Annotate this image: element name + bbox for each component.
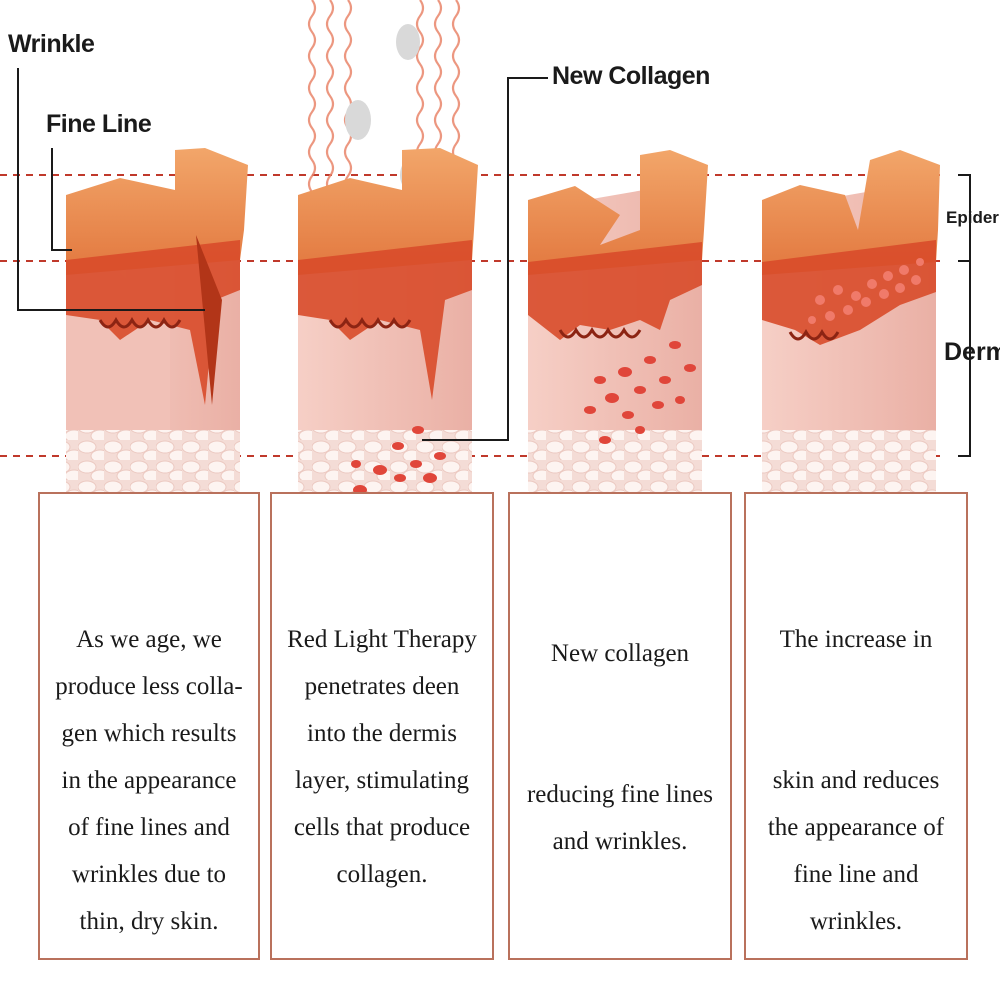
panel-2-line-3: into the dermis [307, 720, 457, 747]
panel-3-line-1: New collagen [550, 640, 690, 667]
panel-card-2 [270, 492, 494, 960]
panel-card-1 [38, 492, 260, 960]
panel-4-line-5: the appearance of [767, 814, 945, 841]
pointer-lines [17, 68, 548, 441]
panel-3-line-4: reducing fine lines [526, 781, 714, 808]
epidermis-label: Epider [946, 208, 999, 227]
panel-text-4: The increase in skin and reduces the app… [746, 616, 966, 945]
panel-3-line-3 [510, 724, 730, 771]
panel-2-line-4: layer, stimulating [295, 767, 469, 794]
layer-brackets [958, 174, 971, 457]
panel-text-3: New collagen reducing fine lines and wri… [510, 630, 730, 865]
panel-1-line-7: thin, dry skin. [79, 908, 219, 935]
panel-4-line-3 [746, 710, 966, 757]
panel-4-line-2 [746, 663, 966, 710]
panel-1-line-1: As we age, we [76, 626, 222, 653]
panel-4-line-6: fine line and [793, 861, 919, 888]
panel-3-line-5: and wrinkles. [552, 828, 688, 855]
panel-text-1: As we age, we produce less colla- gen wh… [39, 616, 259, 945]
panel-3-line-2 [510, 677, 730, 724]
panel-card-4 [744, 492, 968, 960]
wrinkle-pointer [17, 68, 205, 311]
panel-4-line-7: wrinkles. [809, 908, 903, 935]
fine-line-label: Fine Line [46, 110, 152, 138]
panel-2-line-2: penetrates deen [304, 673, 460, 700]
new-collagen-label: New Collagen [552, 62, 710, 90]
panel-1-line-5: of fine lines and [68, 814, 230, 841]
panel-2-line-5: cells that produce [293, 814, 471, 841]
panel-2-line-6: collagen. [336, 861, 428, 888]
dermis-bracket [958, 260, 971, 457]
wrinkle-label: Wrinkle [8, 30, 95, 58]
panel-text-2: Red Light Therapy penetrates deen into t… [272, 616, 492, 898]
new-collagen-pointer [422, 77, 548, 441]
panel-4-line-1: The increase in [779, 626, 933, 653]
panel-1-line-3: gen which results [61, 720, 237, 747]
panel-card-3 [508, 492, 732, 960]
panel-1-line-4: in the appearance [61, 767, 237, 794]
panel-1-line-2: produce less colla- [55, 673, 243, 700]
fine-line-pointer [51, 148, 72, 251]
panel-1-line-6: wrinkles due to [71, 861, 227, 888]
panel-2-line-1: Red Light Therapy [287, 626, 477, 653]
panel-4-line-4: skin and reduces [772, 767, 940, 794]
dermis-label: Derm [944, 338, 1000, 366]
